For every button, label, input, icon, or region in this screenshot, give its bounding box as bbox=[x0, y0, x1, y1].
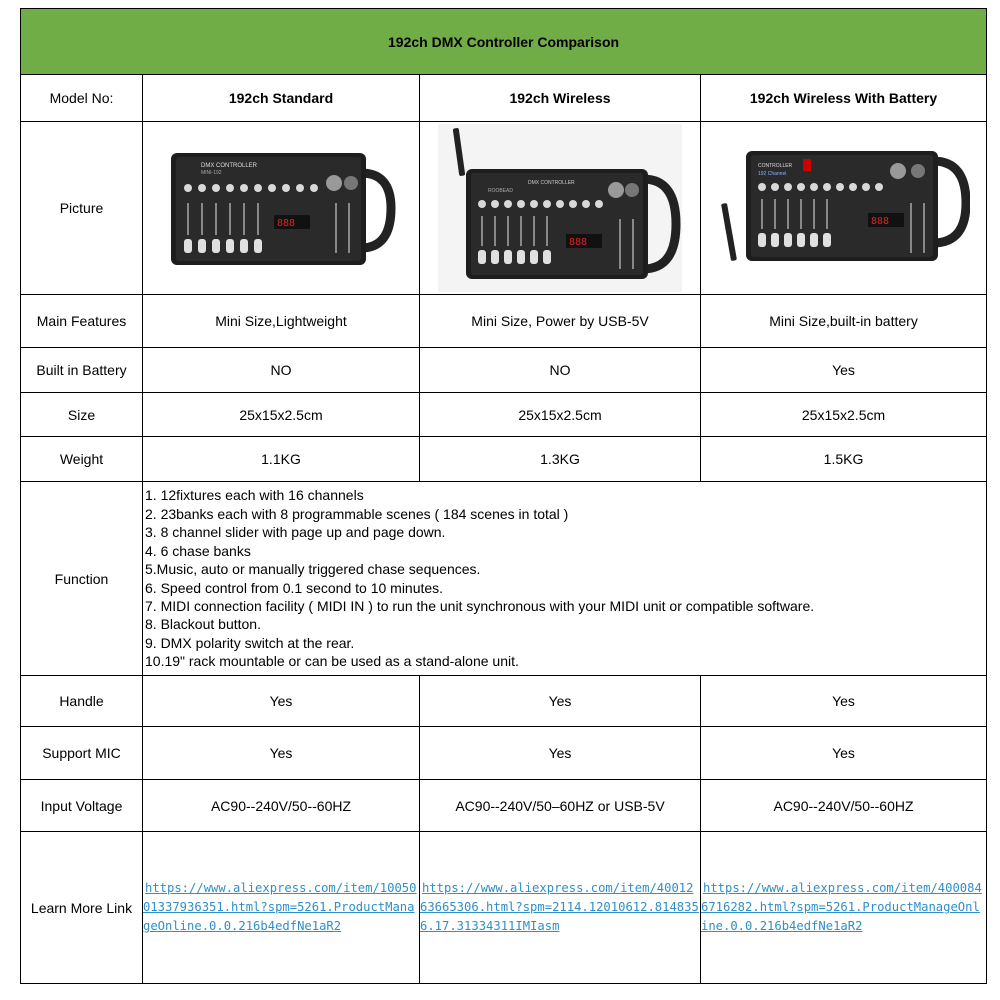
handle-standard: Yes bbox=[142, 675, 420, 727]
picture-battery: CONTROLLER 192 Channel 8 bbox=[699, 121, 988, 295]
aliexpress-link-wireless[interactable]: https://www.aliexpress.com/item/40012636… bbox=[420, 881, 699, 933]
model-header-wireless: 192ch Wireless bbox=[419, 74, 701, 122]
main-features-battery: Mini Size,built-in battery bbox=[699, 294, 988, 348]
support-mic-label: Support MIC bbox=[20, 726, 143, 780]
learn-more-label: Learn More Link bbox=[20, 831, 143, 984]
button-row-icon bbox=[184, 184, 318, 192]
panel-text-model: MINI-192 bbox=[201, 170, 222, 176]
model-header-battery: 192ch Wireless With Battery bbox=[699, 74, 988, 122]
support-mic-standard: Yes bbox=[142, 726, 420, 780]
aliexpress-link-standard[interactable]: https://www.aliexpress.com/item/10050013… bbox=[143, 881, 417, 933]
function-item: 9. DMX polarity switch at the rear. bbox=[145, 634, 355, 651]
built-in-battery-label: Built in Battery bbox=[20, 347, 143, 393]
handle-wireless: Yes bbox=[419, 675, 701, 727]
comparison-table: 192ch DMX Controller Comparison Model No… bbox=[19, 8, 988, 984]
function-item: 6. Speed control from 0.1 second to 10 m… bbox=[145, 579, 444, 596]
weight-battery: 1.5KG bbox=[699, 436, 988, 482]
table-title: 192ch DMX Controller Comparison bbox=[19, 8, 988, 75]
learn-more-wireless: https://www.aliexpress.com/item/40012636… bbox=[419, 831, 701, 984]
built-in-battery-wireless: NO bbox=[419, 347, 701, 393]
panel-text-controller: CONTROLLER bbox=[758, 163, 793, 169]
input-voltage-wireless: AC90--240V/50–60HZ or USB-5V bbox=[419, 779, 701, 832]
controller-battery-image: CONTROLLER 192 Channel 8 bbox=[720, 151, 970, 261]
function-item: 7. MIDI connection facility ( MIDI IN ) … bbox=[145, 597, 815, 614]
model-header-standard: 192ch Standard bbox=[142, 74, 420, 122]
built-in-battery-battery: Yes bbox=[699, 347, 988, 393]
function-item: 3. 8 channel slider with page up and pag… bbox=[145, 524, 446, 541]
svg-text:888: 888 bbox=[871, 216, 889, 227]
size-standard: 25x15x2.5cm bbox=[142, 392, 420, 437]
learn-more-battery: https://www.aliexpress.com/item/40008467… bbox=[699, 831, 988, 984]
panel-text-dmx: DMX CONTROLLER bbox=[528, 180, 575, 186]
input-voltage-standard: AC90--240V/50--60HZ bbox=[142, 779, 420, 832]
size-wireless: 25x15x2.5cm bbox=[419, 392, 701, 437]
handle-label: Handle bbox=[20, 675, 143, 727]
support-mic-wireless: Yes bbox=[419, 726, 701, 780]
main-features-wireless: Mini Size, Power by USB-5V bbox=[419, 294, 701, 348]
svg-text:888: 888 bbox=[277, 218, 295, 229]
controller-wireless-image: DMX CONTROLLER ROOBEAD 888 bbox=[438, 124, 682, 292]
function-list: 1. 12fixtures each with 16 channels 2. 2… bbox=[141, 481, 988, 676]
size-battery: 25x15x2.5cm bbox=[699, 392, 988, 437]
weight-label: Weight bbox=[20, 436, 143, 482]
picture-label: Picture bbox=[20, 121, 143, 295]
handle-battery: Yes bbox=[699, 675, 988, 727]
function-item: 10.19" rack mountable or can be used as … bbox=[145, 653, 519, 670]
size-label: Size bbox=[20, 392, 143, 437]
support-mic-battery: Yes bbox=[699, 726, 988, 780]
learn-more-standard: https://www.aliexpress.com/item/10050013… bbox=[142, 831, 420, 984]
function-item: 5.Music, auto or manually triggered chas… bbox=[145, 561, 481, 578]
input-voltage-label: Input Voltage bbox=[20, 779, 143, 832]
main-features-standard: Mini Size,Lightweight bbox=[142, 294, 420, 348]
picture-standard: DMX CONTROLLER MINI-192 888 bbox=[142, 121, 420, 295]
panel-text-dmx: DMX CONTROLLER bbox=[201, 163, 258, 169]
svg-text:888: 888 bbox=[569, 237, 587, 248]
controller-standard-image: DMX CONTROLLER MINI-192 888 bbox=[171, 153, 396, 265]
input-voltage-battery: AC90--240V/50--60HZ bbox=[699, 779, 988, 832]
weight-wireless: 1.3KG bbox=[419, 436, 701, 482]
built-in-battery-standard: NO bbox=[142, 347, 420, 393]
aliexpress-link-battery[interactable]: https://www.aliexpress.com/item/40008467… bbox=[701, 881, 982, 933]
function-label: Function bbox=[20, 481, 143, 676]
panel-text-channel: 192 Channel bbox=[758, 171, 786, 177]
main-features-label: Main Features bbox=[20, 294, 143, 348]
model-no-label: Model No: bbox=[20, 74, 143, 122]
function-item: 2. 23banks each with 8 programmable scen… bbox=[145, 505, 569, 522]
function-item: 8. Blackout button. bbox=[145, 616, 261, 633]
function-item: 4. 6 chase banks bbox=[145, 542, 251, 559]
panel-text-brand: ROOBEAD bbox=[488, 188, 513, 194]
function-item: 1. 12fixtures each with 16 channels bbox=[145, 487, 364, 504]
picture-wireless: DMX CONTROLLER ROOBEAD 888 bbox=[419, 121, 701, 295]
slider-icon bbox=[187, 203, 259, 235]
weight-standard: 1.1KG bbox=[142, 436, 420, 482]
